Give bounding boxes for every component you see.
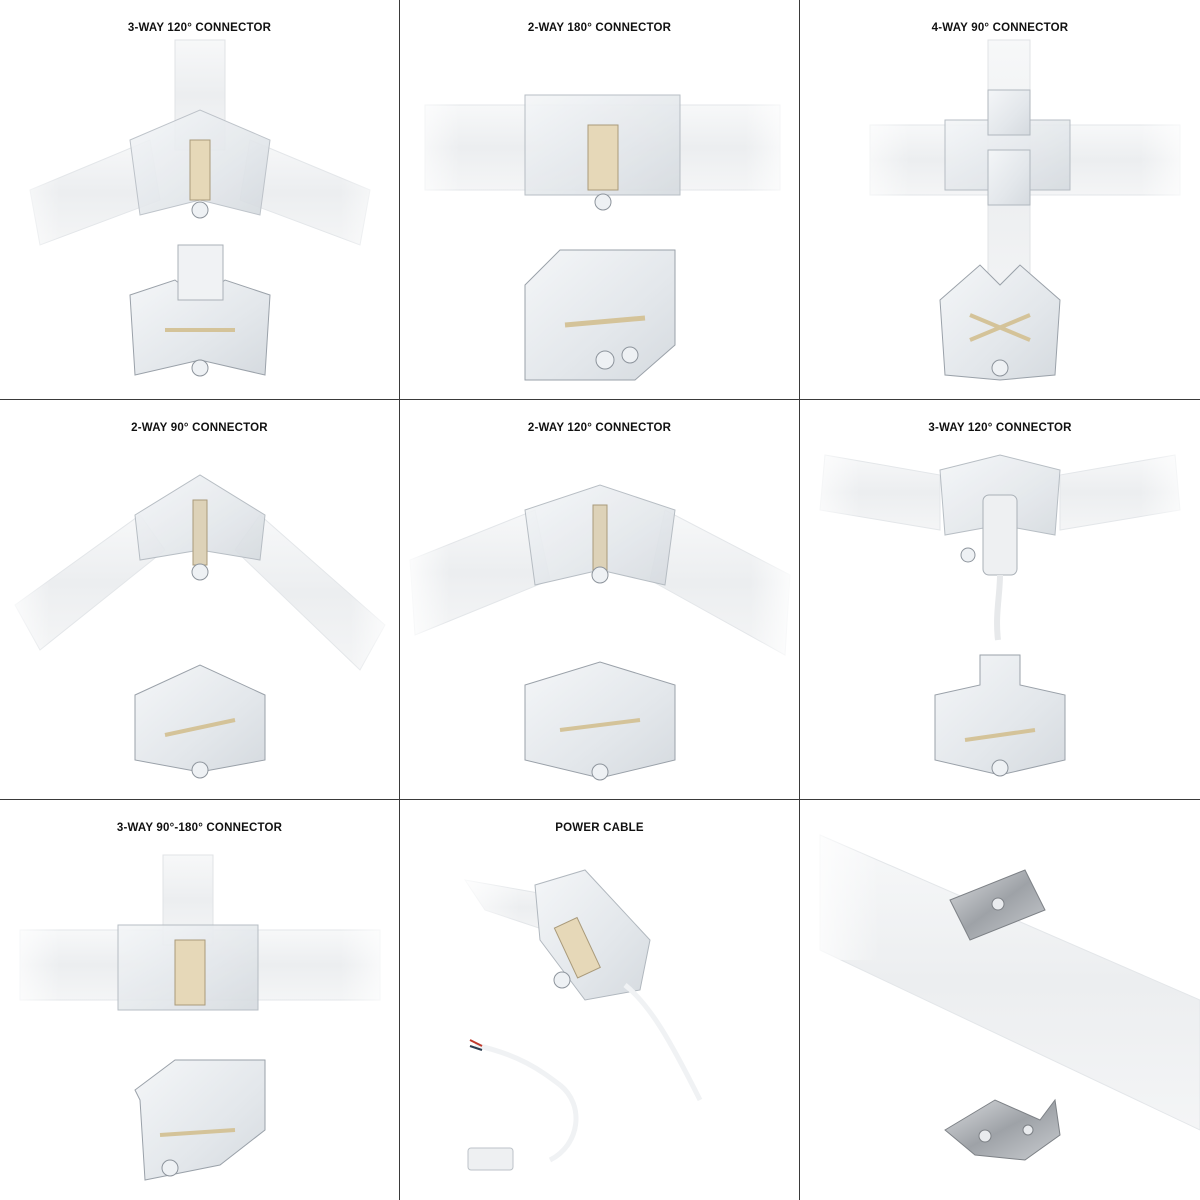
panel-label: 2-WAY 180° CONNECTOR bbox=[527, 22, 672, 34]
panel-2way-90-connector: 2-WAY 90° CONNECTOR bbox=[0, 400, 400, 800]
connector-illustration bbox=[0, 39, 399, 377]
connector-illustration bbox=[400, 94, 799, 381]
panel-2way-180-connector: 2-WAY 180° CONNECTOR bbox=[400, 0, 800, 400]
panel-label: 3-WAY 120° CONNECTOR bbox=[928, 422, 1072, 434]
panel-2way-120-connector: 2-WAY 120° CONNECTOR bbox=[400, 400, 800, 800]
panel-3way-120-connector-cable: 3-WAY 120° CONNECTOR bbox=[800, 400, 1200, 800]
panel-3way-90-180-connector: 3-WAY 90°-180° CONNECTOR bbox=[0, 800, 400, 1200]
panel-label: 2-WAY 90° CONNECTOR bbox=[131, 422, 268, 434]
panel-label: 3-WAY 120° CONNECTOR bbox=[127, 22, 272, 34]
connector-illustration bbox=[800, 440, 1200, 777]
connector-illustration bbox=[0, 854, 399, 1181]
connector-illustration bbox=[840, 39, 1200, 381]
mounting-clip-illustration bbox=[800, 820, 1200, 1161]
panel-power-cable: POWER CABLE bbox=[400, 800, 800, 1200]
panel-4way-90-connector: 4-WAY 90° CONNECTOR bbox=[800, 0, 1200, 400]
panel-label: 3-WAY 90°-180° CONNECTOR bbox=[116, 822, 283, 834]
panel-3way-120-connector: 3-WAY 120° CONNECTOR bbox=[0, 0, 400, 400]
connector-illustration bbox=[0, 474, 399, 779]
power-cable-illustration bbox=[450, 860, 703, 1171]
panel-label: POWER CABLE bbox=[555, 822, 644, 834]
panel-label: 2-WAY 120° CONNECTOR bbox=[527, 422, 672, 434]
connector-illustration bbox=[400, 484, 799, 781]
panel-label: 4-WAY 90° CONNECTOR bbox=[931, 22, 1069, 34]
panel-mounting-clip bbox=[800, 800, 1200, 1200]
